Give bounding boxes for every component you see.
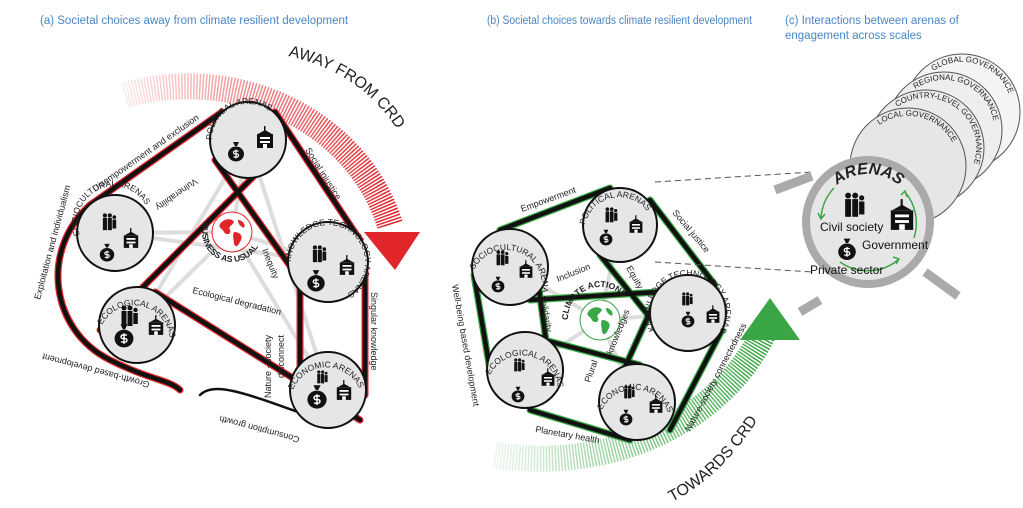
panel-c-title-line1: (c) Interactions between arenas of	[785, 15, 960, 27]
people-icon	[312, 245, 327, 263]
people-icon	[605, 207, 618, 223]
people-icon	[514, 358, 525, 372]
zoom-line-top	[654, 171, 813, 183]
people-icon	[317, 370, 328, 384]
label-consumption-growth: Consumption growth	[218, 414, 300, 445]
people-icon	[682, 292, 693, 306]
label-disconnect: disconnect	[276, 334, 286, 378]
label-plural: Plural	[582, 359, 599, 384]
label-nature-society: Nature - society	[263, 334, 273, 398]
people-icon	[121, 305, 138, 326]
arena-sociocultural-a: SOCIOCULTURAL ARENAS	[70, 178, 154, 272]
label-singular-knowledge: Singular knowledge	[369, 292, 379, 371]
label-disempowerment: Disempowerment and exclusion	[90, 112, 200, 193]
label-inclusion: Inclusion	[555, 261, 592, 284]
government-label: Government	[862, 238, 929, 252]
arenas-circle: ARENAS Civil society Government Private …	[773, 156, 961, 316]
people-icon	[496, 250, 509, 266]
cycle-arrows	[817, 187, 918, 272]
panel-c-title-line2: engagement across scales	[785, 30, 922, 42]
arena-political-b: POLITICAL ARENAS	[577, 187, 658, 263]
civil-society-label: Civil society	[820, 220, 883, 234]
towards-arrow-head	[740, 298, 800, 340]
panel-b-title: (b) Societal choices towards climate res…	[487, 15, 753, 27]
civil-society-icon	[845, 192, 865, 217]
label-vulnerability: Vulnerability	[154, 176, 200, 212]
private-sector-label: Private sector	[810, 263, 883, 277]
panel-c: (c) Interactions between arenas of engag…	[654, 15, 1021, 316]
panel-a-title: (a) Societal choices away from climate r…	[40, 15, 349, 27]
arena-economic-b: ECONOMIC ARENAS	[595, 363, 676, 441]
globe-icon	[213, 213, 251, 251]
people-icon	[624, 385, 635, 399]
people-icon	[102, 213, 117, 231]
arena-ecological-a: ECOLOGICAL ARENAS	[95, 286, 178, 364]
panel-a: (a) Societal choices away from climate r…	[32, 15, 420, 445]
arena-economic-a: ECONOMIC ARENAS	[286, 351, 367, 429]
zoom-line-bottom	[654, 261, 813, 273]
arena-ecological-b: ECOLOGICAL ARENAS	[483, 331, 566, 409]
away-arrow-head	[364, 232, 420, 270]
